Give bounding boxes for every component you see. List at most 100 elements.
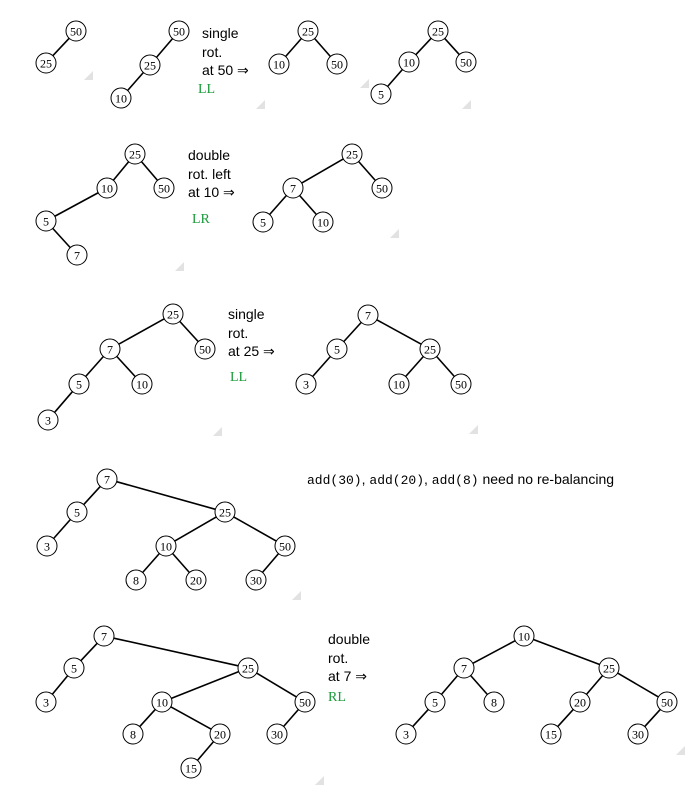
tree-edge [53,391,74,413]
node-circle [395,723,417,745]
node-label: 5 [74,506,80,520]
node-circle [153,177,175,199]
note-separator-1: , [361,471,370,487]
tree-edge [54,192,99,217]
node-circle [295,373,317,395]
tree-edge [179,320,199,343]
tree-node-20: 20 [185,569,207,591]
node-label: 25 [424,343,436,357]
node-label: 50 [70,25,82,39]
node-label: 10 [115,92,127,106]
node-label: 25 [346,148,358,162]
node-circle [66,244,88,266]
node-label: 25 [219,506,231,520]
node-circle [66,501,88,523]
tree-edge [142,552,160,574]
node-circle [209,723,231,745]
resize-grip [175,262,184,271]
node-circle [122,723,144,745]
tree-node-20: 20 [569,691,591,713]
node-circle [266,723,288,745]
node-label: 25 [129,148,141,162]
tree-node-15: 15 [540,723,562,745]
node-circle [268,53,290,75]
node-circle [68,373,90,395]
tree-edge [53,518,71,540]
node-circle [151,691,173,713]
node-label: 25 [603,662,615,676]
node-circle [131,373,153,395]
node-circle [99,338,121,360]
node-circle [450,373,472,395]
node-label: 25 [40,57,52,71]
node-label: 30 [632,728,644,742]
node-label: 5 [71,662,77,676]
tree-node-5: 5 [63,657,85,679]
node-label: 25 [432,25,444,39]
tree-edge [557,708,574,728]
tree-edge [112,161,130,181]
node-label: 25 [167,308,179,322]
tree-edge [415,37,432,56]
tree-node-3: 3 [36,535,58,557]
node-circle [214,501,236,523]
resize-grip [360,79,369,88]
tree-node-5: 5 [252,211,274,233]
tree-edge [85,355,104,378]
resize-grip [462,100,471,109]
node-label: 50 [158,182,170,196]
node-label: 5 [76,378,82,392]
node-label: 25 [302,25,314,39]
row2-rotation-tag: LR [192,212,210,227]
tree-node-5: 5 [35,210,57,232]
tree-node-10: 10 [312,211,334,233]
tree-node-10: 10 [268,53,290,75]
node-circle [237,657,259,679]
tree-node-25: 25 [162,303,184,325]
node-label: 10 [273,58,285,72]
tree-edge [261,553,280,573]
node-label: 30 [271,728,283,742]
row3-rotation-tag: LL [230,370,248,385]
tree-node-10: 10 [96,177,118,199]
tree-node-5: 5 [68,373,90,395]
tree-node-25: 25 [598,657,620,679]
tree-edge [174,516,217,542]
row1-rotation-tag: LL [198,82,216,97]
tree-node-50: 50 [274,535,296,557]
node-circle [35,52,57,74]
node-circle [656,691,678,713]
tree-node-50: 50 [455,51,477,73]
node-label: 5 [260,216,266,230]
tree-node-3: 3 [395,723,417,745]
resize-grip [390,229,399,238]
node-circle [569,691,591,713]
node-label: 5 [43,215,49,229]
tree-node-25: 25 [297,20,319,42]
node-label: 5 [378,88,384,102]
tree-node-50: 50 [168,20,190,42]
node-label: 50 [299,696,311,710]
node-label: 15 [185,762,197,776]
resize-grip [469,425,478,434]
node-circle [65,20,87,42]
node-label: 7 [290,182,296,196]
node-circle [36,535,58,557]
node-label: 50 [376,182,388,196]
tree-edge [444,37,460,56]
node-label: 3 [303,378,309,392]
node-circle [63,657,85,679]
node-circle [124,143,146,165]
row2-caption: double rot. left at 10 ⇒ [188,147,235,200]
node-label: 5 [334,343,340,357]
row5-caption: double rot. at 7 ⇒ [328,631,371,684]
tree-node-8: 8 [125,569,147,591]
node-circle [96,468,118,490]
node-label: 7 [107,343,113,357]
tree-edge [51,675,69,695]
node-label: 50 [279,540,291,554]
node-circle [513,625,535,647]
node-label: 20 [190,574,202,588]
tree-edge [196,741,215,761]
